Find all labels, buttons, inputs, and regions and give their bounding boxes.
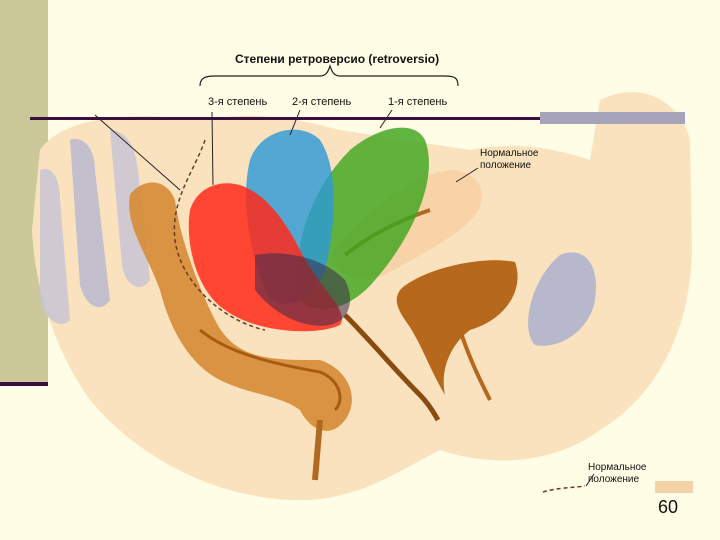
- label-degree-3: 3-я степень: [208, 96, 268, 108]
- legend-line2: положение: [588, 474, 640, 485]
- label-normal-line2: положение: [480, 160, 532, 171]
- diagram-title: Степени ретроверсио (retroversio): [235, 52, 440, 66]
- top-rule-line: [30, 117, 685, 120]
- page-number: 60: [657, 497, 678, 517]
- bladder: [396, 260, 518, 395]
- label-normal-position: Нормальное положение: [480, 148, 538, 172]
- legend-leader: [585, 473, 595, 487]
- leader-normal: [455, 167, 479, 183]
- vertebra-1: [40, 168, 70, 324]
- peritoneum-dashed: [173, 139, 266, 331]
- leader-degree-2: [289, 109, 301, 136]
- legend-swatch: [655, 481, 693, 493]
- label-normal-line1: Нормальное: [480, 148, 539, 159]
- urethra: [458, 329, 492, 401]
- legend-normal-position: Нормальное положение: [588, 462, 646, 486]
- vertebra-2: [70, 138, 110, 308]
- left-accent-underline: [0, 382, 48, 386]
- vagina: [343, 313, 441, 422]
- legend-line1: Нормальное: [588, 462, 647, 473]
- rectum-inner: [199, 328, 342, 412]
- pubic-bone: [528, 252, 596, 346]
- rectum-canal: [312, 419, 323, 481]
- legend-dash-sample: [542, 485, 586, 493]
- label-degree-1: 1-я степень: [388, 96, 448, 108]
- uterus-degree-1: [297, 127, 429, 310]
- tissue-body: [32, 92, 692, 500]
- right-gray-block: [540, 112, 685, 124]
- title-bracket: [199, 64, 459, 87]
- uterus-overlap: [255, 253, 350, 326]
- leader-degree-3: [211, 111, 214, 186]
- label-degree-2: 2-я степень: [292, 96, 352, 108]
- leader-spine: [94, 114, 181, 191]
